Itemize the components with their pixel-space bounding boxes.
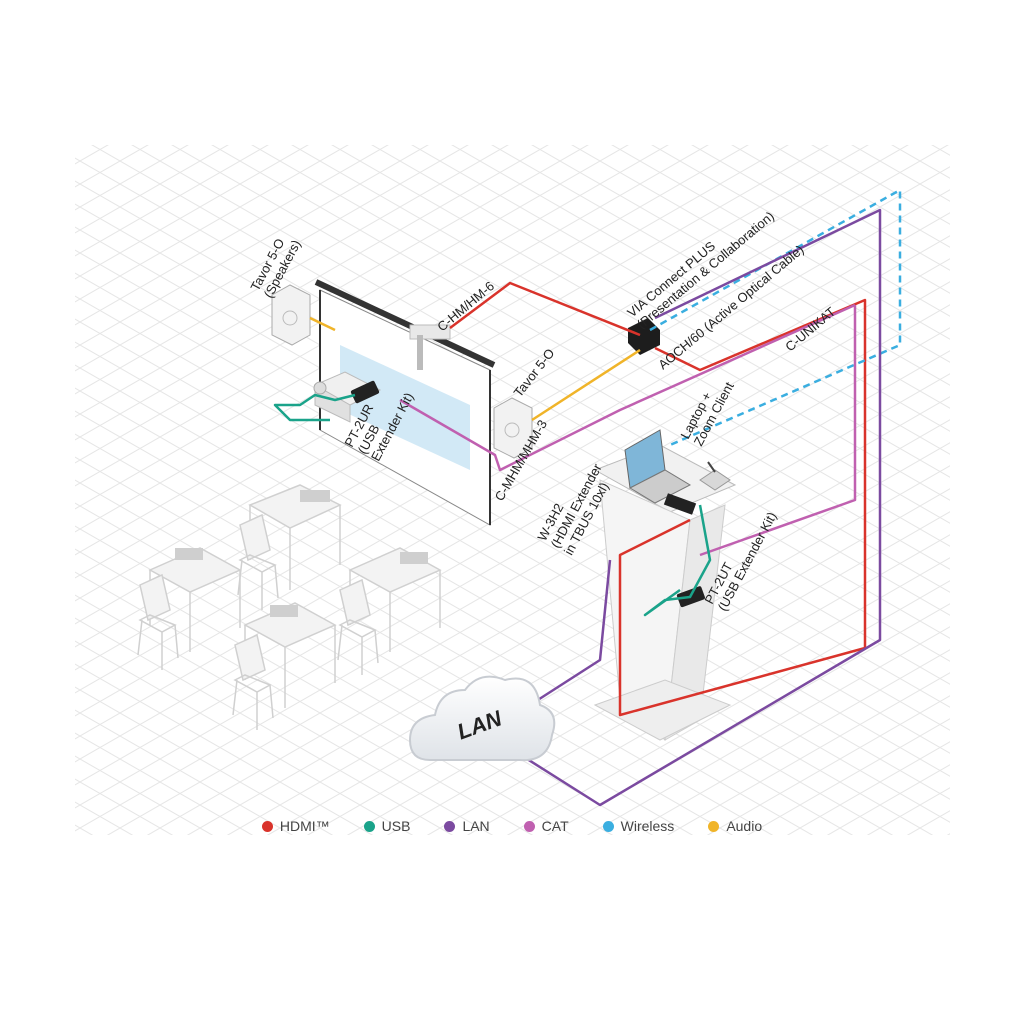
via-connect-plus-device — [628, 318, 660, 355]
cable-hdmi-screen — [449, 281, 641, 337]
legend-dot — [444, 820, 456, 832]
speaker-left — [271, 284, 311, 346]
legend: HDMI™ USB LAN CAT Wireless Audio — [0, 815, 1024, 837]
legend-item-audio: Audio — [708, 818, 762, 834]
legend-label: LAN — [462, 818, 490, 834]
legend-label: HDMI™ — [279, 818, 330, 834]
cable-usb-projector — [273, 393, 356, 422]
cable-audio-left — [309, 316, 336, 332]
cable-wireless-via — [649, 188, 902, 447]
cable-audio-right — [531, 348, 641, 422]
lan-cloud — [408, 675, 556, 762]
legend-item-hdmi: HDMI™ — [261, 818, 330, 834]
legend-dot — [363, 820, 375, 832]
cable-cat — [399, 303, 856, 472]
legend-item-lan: LAN — [444, 818, 490, 834]
legend-dot — [523, 820, 535, 832]
cable-cat-lectern — [699, 305, 857, 557]
cable-lan-via — [504, 208, 882, 807]
legend-label: Wireless — [620, 818, 675, 834]
legend-dot — [708, 820, 720, 832]
cable-usb-lectern — [643, 504, 712, 617]
legend-item-wireless: Wireless — [602, 818, 675, 834]
pt-2ur-device — [350, 380, 380, 404]
legend-label: USB — [381, 818, 411, 834]
classroom-furniture — [137, 484, 442, 730]
legend-label: Audio — [726, 818, 763, 834]
legend-label: CAT — [541, 818, 569, 834]
speaker-right — [493, 397, 533, 459]
legend-item-usb: USB — [363, 818, 411, 834]
legend-dot — [602, 820, 614, 832]
legend-item-cat: CAT — [523, 818, 569, 834]
cable-lan-lectern — [529, 559, 612, 707]
legend-dot — [261, 820, 273, 832]
